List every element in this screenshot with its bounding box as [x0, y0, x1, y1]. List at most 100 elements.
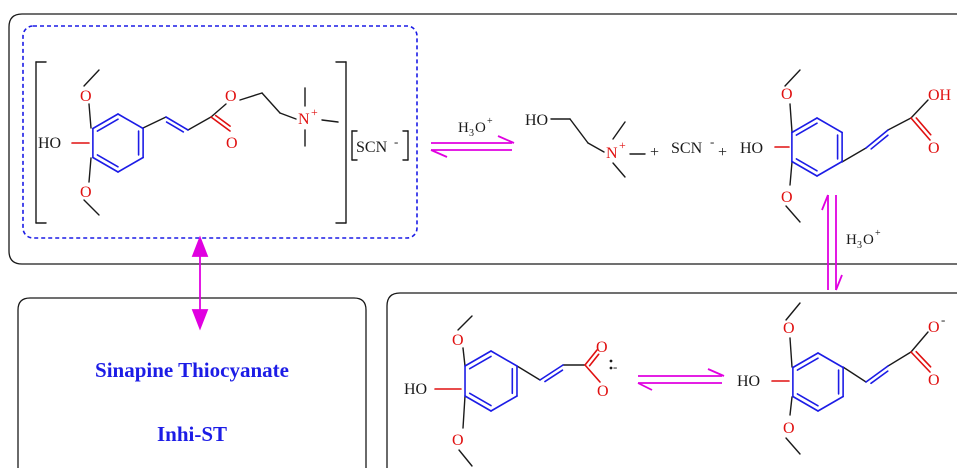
thiocyanate-label: SCN	[671, 140, 703, 157]
reactant-counter-ion: SCN	[356, 139, 388, 156]
reactant-methoxy-top-methyl	[83, 69, 100, 87]
reactant-n-bond-left	[279, 112, 297, 120]
anion-methoxy-top-bond	[789, 337, 793, 368]
reaction-1-catalyst-h: H	[458, 120, 469, 136]
reactant-carbonyl-inner	[214, 114, 231, 127]
acid-methoxy-top-methyl	[784, 69, 801, 87]
acid-ring-bond-0	[791, 117, 818, 134]
anion-methoxy-bottom-methyl	[785, 437, 801, 455]
acid-ring-inner-2	[795, 158, 818, 172]
anion-carbonyl-inner	[915, 350, 932, 368]
reactant-carbonyl	[210, 116, 231, 132]
resonance-methoxy-bottom-methyl	[458, 449, 473, 467]
equilibrium-arrow-2-up-head	[821, 194, 829, 211]
reactant-counter-ion-charge: -	[394, 134, 398, 149]
resonance-carbonyl	[584, 349, 598, 366]
acid-oh-bond	[910, 99, 929, 119]
resonance-methoxy-bottom-bond	[462, 395, 466, 429]
anion-charge: -	[941, 312, 945, 327]
anion-vinyl-double	[865, 365, 889, 383]
reactant-methoxy-bottom-oxygen: O	[80, 184, 92, 201]
reactant-ring-bond-5	[117, 113, 144, 130]
anion-methoxy-bottom-oxygen: O	[783, 420, 795, 437]
plus-sign-1: +	[650, 144, 659, 161]
choline-nitrogen: N	[606, 145, 618, 162]
reactant-ethyl-a	[239, 92, 263, 101]
anion-methoxy-top-methyl	[785, 302, 801, 321]
info-panel-box	[17, 297, 367, 468]
anion-vinyl-b	[887, 351, 912, 367]
reactant-vinyl-a	[142, 116, 167, 129]
reaction-2-catalyst-sub: 3	[857, 240, 862, 251]
reactant-n-methyl-right	[321, 119, 339, 123]
acid-carbonyl-inner	[915, 117, 932, 136]
anion-vinyl-a	[842, 366, 867, 383]
choline-methyl-top	[612, 121, 626, 140]
info-subtitle: Inhi-ST	[156, 422, 228, 446]
reactant-ring-inner-0	[96, 118, 119, 132]
anion-o-minus-bond	[910, 331, 929, 353]
reactant-ring-bond-0	[92, 113, 119, 130]
anion-ring-inner-0	[796, 357, 819, 371]
anion-ring-bond-0	[792, 352, 819, 369]
resonance-ring-inner-2	[468, 392, 492, 407]
anion-carbonyl	[910, 351, 931, 373]
acid-hydroxyl-label: HO	[740, 140, 763, 157]
anion-methoxy-top-oxygen: O	[783, 320, 795, 337]
acid-ring-bond-3	[816, 160, 843, 177]
lone-pair-dot-1	[609, 359, 613, 363]
choline-charge: +	[619, 138, 626, 152]
acid-vinyl-double	[865, 129, 889, 149]
resonance-top-oxygen: O	[596, 339, 608, 356]
acid-oh-label: OH	[928, 87, 952, 104]
bottom-right-panel-box	[386, 292, 957, 468]
reaction-2-catalyst: H 3 O +	[846, 228, 881, 251]
choline-bond-3	[587, 142, 605, 153]
link-arrow-head-top	[191, 235, 209, 257]
reactant-methoxy-top-oxygen: O	[80, 88, 92, 105]
lone-pair-dot-2	[609, 366, 613, 370]
lone-pair-dots	[609, 359, 613, 370]
anion-ring-bond-3	[817, 395, 844, 412]
acid-vinyl-b	[887, 117, 912, 131]
anion-oxygen-minus: O	[928, 319, 940, 336]
anion-carbonyl-oxygen: O	[928, 372, 940, 389]
acid-methoxy-bottom-bond	[789, 161, 793, 186]
anion-ring-bond-2	[792, 395, 819, 412]
equilibrium-arrow-3-back-head	[637, 382, 653, 391]
acid-methoxy-top-bond	[789, 103, 793, 133]
resonance-ring-bond-5	[490, 350, 518, 367]
reactant-ester-bond	[210, 103, 227, 118]
acid-carbonyl	[910, 117, 931, 141]
anion-hydroxyl-label: HO	[737, 373, 760, 390]
acid-methoxy-top-oxygen: O	[781, 86, 793, 103]
resonance-carbonyl-inner	[588, 353, 600, 367]
resonance-bottom-oxygen: O	[597, 383, 609, 400]
reaction-2-catalyst-o: O	[863, 232, 874, 248]
thiocyanate-charge: -	[710, 134, 714, 149]
reactant-methoxy-top-bond	[88, 103, 92, 129]
reactant-hydroxyl-label: HO	[38, 135, 61, 152]
reactant-ethyl-b	[261, 92, 281, 114]
reactant-ring-bond-2	[92, 156, 119, 173]
reactant-ring-inner-2	[96, 154, 119, 168]
resonance-vinyl-double	[539, 364, 564, 381]
anion-methoxy-bottom-bond	[789, 396, 793, 416]
reactant-vinyl-double-inner	[165, 121, 185, 133]
resonance-charge: -	[613, 359, 617, 374]
reactant-ester-oxygen: O	[225, 88, 237, 105]
reactant-vinyl-double	[165, 116, 189, 131]
top-panel-box	[8, 13, 957, 265]
equilibrium-arrow-1-forward-head	[497, 135, 515, 144]
reactant-dashed-box	[22, 25, 418, 239]
reaction-1-catalyst: H 3 O +	[458, 116, 493, 139]
resonance-hydroxyl-label: HO	[404, 381, 427, 398]
reactant-ammonium-nitrogen: N	[298, 111, 310, 128]
acid-ring-inner-0	[795, 122, 818, 136]
resonance-ring-inner-0	[468, 355, 492, 370]
reactant-carbonyl-oxygen: O	[226, 135, 238, 152]
resonance-vinyl-double-inner	[544, 369, 564, 383]
acid-vinyl-double-inner	[870, 134, 889, 150]
equilibrium-arrow-3-forward-head	[707, 368, 725, 377]
